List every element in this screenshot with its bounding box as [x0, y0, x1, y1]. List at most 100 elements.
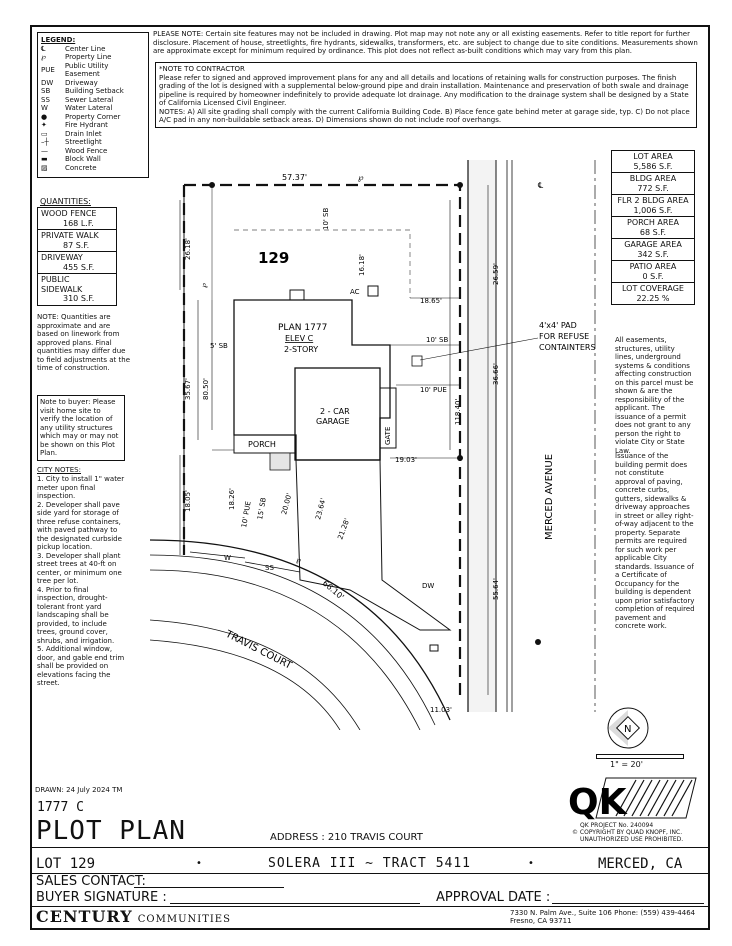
dim-1805: 18.05' [184, 490, 192, 512]
north-arrow-icon: N [607, 707, 649, 749]
city-notes-list: 1. City to install 1" water meter upon f… [37, 475, 127, 688]
dim-sb10: 10' SB [426, 336, 449, 344]
drawn-label: DRAWN: 24 July 2024 TM [35, 786, 123, 794]
legend-item: ● Property Corner [41, 113, 145, 122]
area-stat-value: 1,006 S.F. [633, 205, 673, 215]
buyer-signature-label: BUYER SIGNATURE : [36, 890, 167, 905]
dim-2128: 21.28' [336, 517, 351, 540]
legend-symbol-icon: DW [41, 78, 54, 87]
dim-1618: 16.18' [358, 254, 366, 276]
legend-item: DW Driveway [41, 79, 145, 88]
legend-label: Center Line [65, 44, 106, 53]
legend-item: —Wood Fence [41, 147, 145, 156]
dim-sb15: 15' SB [256, 497, 268, 521]
garage-label-2: GARAGE [316, 417, 350, 426]
garage-label-1: 2 - CAR [320, 407, 350, 416]
footer-line-2 [30, 906, 710, 907]
dim-3666: 36.66' [492, 363, 500, 385]
water-lateral-label: W [224, 554, 231, 562]
area-stat-value: 0 S.F. [642, 271, 664, 281]
dim-2659: 26.59' [492, 263, 500, 285]
address-label: ADDRESS : 210 TRAVIS COURT [270, 832, 423, 843]
quantities-title: QUANTITIES: [40, 197, 91, 206]
driveway-label: DW [422, 582, 434, 590]
dim-left-top: 26.18' [184, 238, 192, 260]
legend-item: ▭Drain Inlet [41, 130, 145, 139]
dim-1826: 18.26' [228, 488, 236, 510]
legend-symbol-icon: ● [41, 112, 48, 121]
company-logo: CENTURY COMMUNITIES [36, 907, 231, 926]
legend-symbol-icon: ✦ [41, 121, 47, 129]
sheet-border [30, 25, 710, 930]
dim-1103: 11.03' [430, 706, 452, 714]
quantity-label: WOOD FENCE [41, 209, 97, 218]
legend-symbol-icon: ℘ [41, 53, 46, 61]
buyer-signature-field[interactable] [170, 903, 420, 904]
area-stat-value: 5,586 S.F. [633, 161, 673, 171]
legend-symbol-icon: W [41, 104, 48, 112]
refuse-pad-note-2: FOR REFUSE [539, 332, 589, 341]
contractor-note-notes: NOTES: A) All site grading shall comply … [159, 107, 690, 125]
scale-bar [596, 754, 684, 759]
legend-label: Property Corner [65, 112, 121, 121]
dim-1903: 19.03' [395, 456, 417, 464]
legend-symbol-icon: ▨ [41, 163, 48, 172]
qk-copyright: © COPYRIGHT BY QUAD KNOPF, INC. [572, 829, 683, 836]
legend-label: Public Utility Easement [64, 61, 109, 79]
footer-city: MERCED, CA [598, 856, 683, 872]
dim-top-sb: 10' SB [322, 208, 330, 231]
plan-code: 1777 C [37, 800, 84, 815]
legend-label: Driveway [65, 78, 98, 87]
area-stat-value: 772 S.F. [637, 183, 669, 193]
north-label: N [624, 724, 631, 735]
legend-item: PUE Public Utility Easement [41, 62, 145, 79]
area-stat-label: BLDG AREA [629, 174, 677, 183]
pl-left: ℘ [200, 283, 208, 288]
dim-5564: 55.64' [492, 578, 500, 600]
legend-symbol-icon: SB [41, 87, 51, 95]
legend-label: Fire Hydrant [65, 121, 108, 129]
scale-label: 1" = 20' [610, 760, 643, 769]
legend-label: Wood Fence [65, 146, 108, 155]
dim-pue10: 10' PUE [420, 386, 447, 394]
quantity-value: 310 S.F. [63, 294, 95, 303]
area-stat-label: GARAGE AREA [624, 240, 682, 249]
dim-top: 57.37' [282, 173, 307, 182]
legend-item: SS Sewer Lateral [41, 96, 145, 105]
sidewalk-strip [468, 160, 496, 712]
legend-item: ℄Center Line [41, 45, 145, 54]
quantities-note: NOTE: Quantities are approximate and are… [37, 313, 131, 372]
plot-drawing: 129 PLAN 1777 ELEV C 2-STORY 2 - CAR GAR… [150, 160, 596, 730]
gate-label: GATE [384, 427, 392, 445]
sales-contact-field[interactable] [134, 887, 284, 888]
permit-note: Issuance of the building permit does not… [615, 452, 695, 630]
area-stat-label: LOT COVERAGE [622, 284, 684, 293]
legend-item: ✦ Fire Hydrant [41, 121, 145, 130]
city-note-item: 4. Prior to final inspection, drought-to… [37, 585, 115, 645]
dim-2364: 23.64' [314, 497, 327, 520]
legend-label: Sewer Lateral [65, 95, 114, 104]
quantity-label: PRIVATE WALK [41, 231, 99, 240]
area-stat-label: PATIO AREA [629, 262, 677, 271]
contractor-note-box: *NOTE TO CONTRACTOR Please refer to sign… [155, 62, 697, 128]
company-address-2: Fresno, CA 93711 [510, 917, 572, 925]
approval-date-field[interactable] [552, 903, 704, 904]
qk-unauth: UNAUTHORIZED USE PROHIBITED. [580, 836, 684, 843]
quantity-label: DRIVEWAY [41, 253, 83, 262]
approval-date-label: APPROVAL DATE : [436, 890, 551, 905]
legend-symbol-icon: SS [41, 95, 50, 104]
stories-label: 2-STORY [284, 345, 318, 354]
city-note-item: 3. Developer shall plant street trees at… [37, 551, 122, 586]
area-stat-label: PORCH AREA [627, 218, 679, 227]
qk-logo: QK [568, 777, 697, 820]
legend-symbol-icon: PUE [41, 65, 55, 74]
footer-dot-2: • [528, 858, 534, 869]
